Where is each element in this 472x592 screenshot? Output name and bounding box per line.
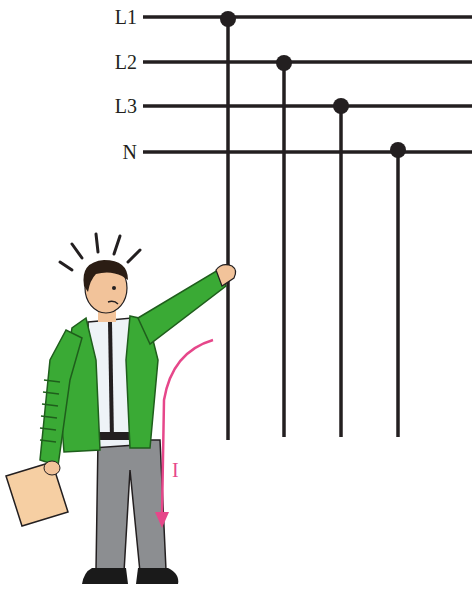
hair [83, 260, 128, 292]
conductor-label: L1 [115, 7, 137, 27]
conductor-label: N [123, 142, 137, 162]
arrowhead [155, 512, 169, 528]
junction-dot [390, 142, 406, 158]
eye [112, 286, 116, 290]
conductor-label: L3 [115, 96, 137, 116]
hand [44, 461, 60, 475]
current-arrow [162, 340, 213, 515]
raised-arm [138, 270, 226, 344]
hand [216, 265, 236, 286]
drop-n [396, 152, 400, 437]
person [6, 234, 236, 584]
current-label: I [172, 460, 179, 480]
tie [110, 322, 112, 440]
drop-l1 [226, 17, 230, 440]
sleeve-ribs [40, 380, 60, 442]
drop-l3 [339, 106, 343, 437]
shoe [82, 568, 128, 584]
lowered-arm [40, 330, 82, 466]
junction-dots [220, 11, 406, 158]
trousers [96, 440, 166, 572]
folder [6, 462, 68, 526]
mouth [108, 301, 118, 304]
conductor-label: L2 [115, 52, 137, 72]
line-l1 [143, 15, 472, 19]
junction-dot [333, 98, 349, 114]
line-n [143, 150, 472, 154]
junction-dot [276, 55, 292, 71]
line-l3 [143, 104, 472, 108]
junction-dot [220, 11, 236, 27]
line-l2 [143, 60, 472, 64]
drop-l2 [282, 62, 286, 437]
shoe [136, 568, 178, 584]
conductors [143, 17, 472, 440]
